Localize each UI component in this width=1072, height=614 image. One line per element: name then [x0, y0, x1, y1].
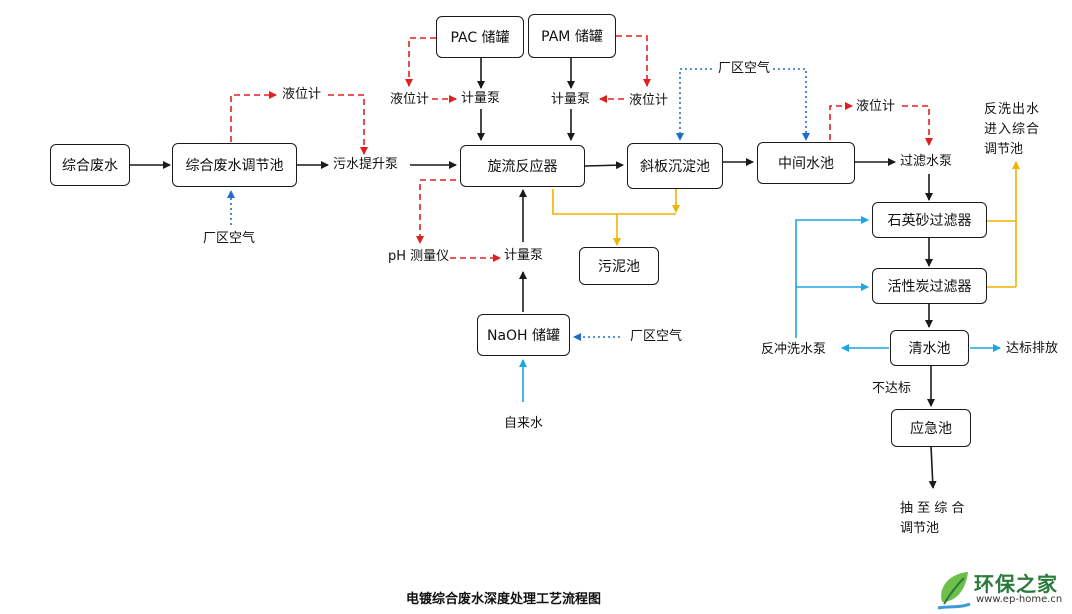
label-level-meter-mid: 液位计 — [856, 99, 896, 114]
logo-url: www.ep-home.cn — [976, 594, 1063, 605]
node-inclined-plate-settler[interactable]: 斜板沉淀池 — [627, 143, 723, 189]
signal-pac-level — [405, 37, 436, 87]
node-wastewater[interactable]: 综合废水 — [50, 144, 130, 186]
node-sludge-tank[interactable]: 污泥池 — [579, 247, 659, 285]
node-cyclone-reactor[interactable]: 旋流反应器 — [460, 145, 585, 187]
signal-intermediate-up — [829, 102, 853, 140]
level-signal-lines — [230, 35, 933, 262]
node-quartz-sand-filter[interactable]: 石英砂过滤器 — [872, 202, 987, 238]
label-level-meter-1: 液位计 — [282, 87, 322, 102]
label-backwash-return-2: 进入综合 — [984, 122, 1041, 137]
node-equalization-tank[interactable]: 综合废水调节池 — [172, 143, 297, 187]
diagram-title: 电镀综合废水深度处理工艺流程图 — [406, 592, 602, 607]
label-sewage-lift-pump: 污水提升泵 — [333, 157, 399, 172]
label-level-meter-pac: 液位计 — [390, 92, 430, 107]
flow-emergency-to-return — [928, 445, 937, 489]
node-emergency-tank[interactable]: 应急池 — [891, 409, 971, 447]
sludge-lines — [552, 161, 1020, 288]
air-to-settler — [676, 68, 712, 141]
node-clear-water-tank[interactable]: 清水池 — [890, 330, 969, 366]
label-filter-pump: 过滤水泵 — [900, 154, 953, 169]
signal-reactor-to-ph — [416, 179, 456, 244]
logo-text: 环保之家 — [974, 572, 1058, 596]
node-pac-tank[interactable]: PAC 储罐 — [436, 16, 524, 58]
label-backwash-pump: 反冲洗水泵 — [761, 342, 827, 357]
label-not-compliant: 不达标 — [872, 381, 912, 396]
node-activated-carbon-filter[interactable]: 活性炭过滤器 — [872, 268, 987, 304]
leaf-icon — [937, 572, 971, 610]
label-plant-air-naoh: 厂区空气 — [630, 329, 683, 344]
label-return-1: 抽 至 综 合 — [900, 501, 965, 516]
label-backwash-return-3: 调节池 — [984, 142, 1024, 157]
label-level-meter-pam: 液位计 — [629, 93, 669, 108]
signal-equalization-up — [230, 91, 277, 142]
sludge-reactor-drop — [552, 189, 676, 215]
water-lines — [519, 216, 1001, 402]
label-metering-pump-pam: 计量泵 — [551, 92, 591, 107]
main-flow-lines — [128, 57, 937, 489]
label-backwash-return-1: 反洗出水 — [984, 102, 1041, 117]
label-metering-pump-pac: 计量泵 — [461, 91, 501, 106]
label-plant-air-top: 厂区空气 — [718, 61, 771, 76]
label-plant-air-1: 厂区空气 — [203, 231, 256, 246]
label-return-2: 调节池 — [900, 521, 940, 536]
air-to-intermediate — [773, 68, 810, 141]
node-intermediate-tank[interactable]: 中间水池 — [757, 142, 855, 184]
air-lines — [227, 68, 810, 341]
flow-reactor-to-settler — [584, 161, 624, 170]
signal-level-to-filter-pump — [902, 105, 933, 146]
label-metering-pump-naoh: 计量泵 — [504, 248, 544, 263]
signal-pam-level — [616, 35, 651, 87]
label-tap-water: 自来水 — [504, 416, 544, 431]
backwash-pump-up — [795, 216, 869, 338]
label-ph-meter: pH 测量仪 — [388, 249, 450, 264]
backwash-out-sand — [987, 161, 1020, 222]
node-naoh-tank[interactable]: NaOH 储罐 — [477, 314, 570, 356]
signal-level-to-lift-pump — [328, 94, 368, 155]
label-discharge: 达标排放 — [1006, 341, 1059, 356]
site-logo[interactable]: 环保之家 www.ep-home.cn — [930, 568, 1070, 612]
node-pam-tank[interactable]: PAM 储罐 — [528, 14, 616, 58]
